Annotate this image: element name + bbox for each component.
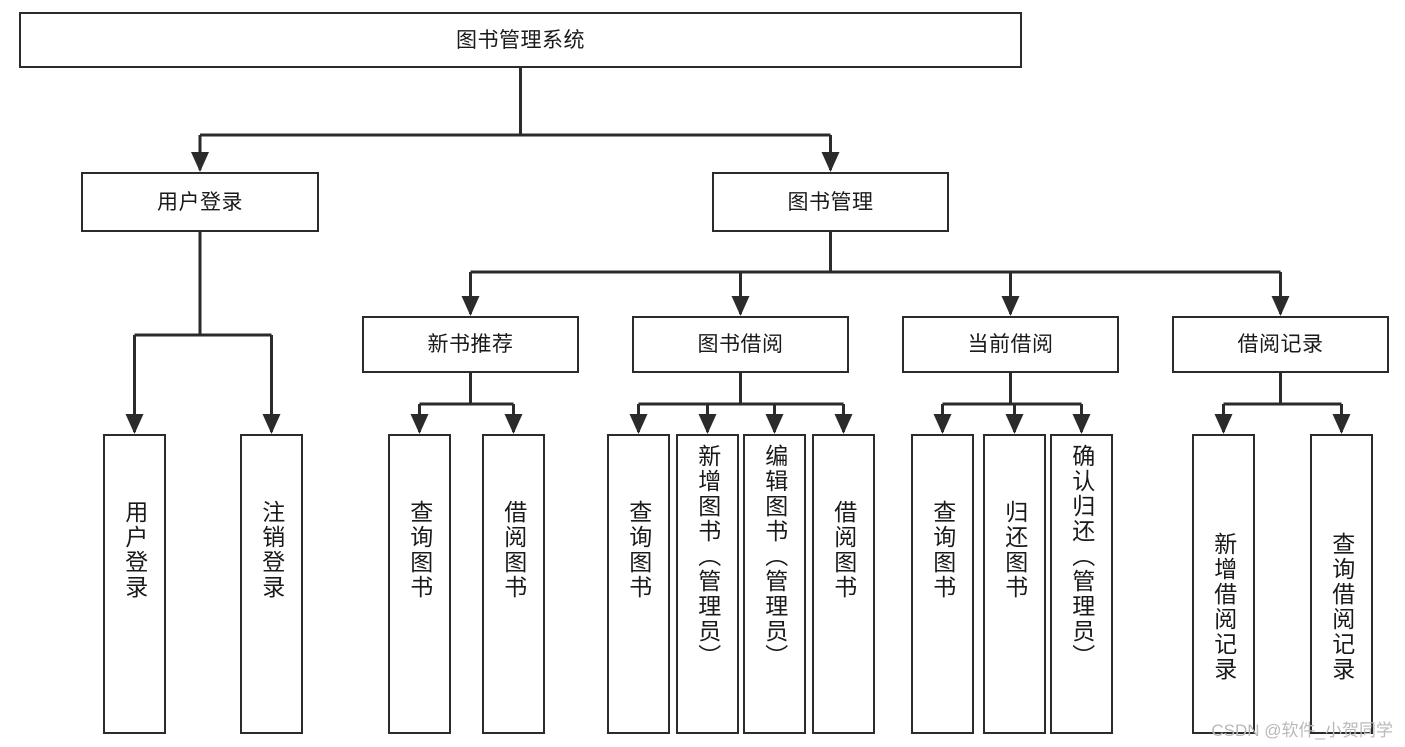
node-leaf_return_book[interactable]: 归还图书: [983, 434, 1046, 734]
node-label: 借阅记录: [1237, 333, 1324, 356]
node-label: 用户登录: [157, 190, 243, 214]
node-leaf_query_book_2[interactable]: 查询图书: [607, 434, 670, 734]
node-label: 查询图书: [625, 500, 652, 600]
node-label: 确认归还（管理员）: [1068, 444, 1095, 669]
node-label: 图书借阅: [697, 333, 784, 356]
node-borrow_record[interactable]: 借阅记录: [1172, 316, 1389, 373]
node-label: 当前借阅: [967, 333, 1054, 356]
node-label: 查询图书: [929, 500, 956, 600]
node-leaf_borrow_book_2[interactable]: 借阅图书: [812, 434, 875, 734]
node-leaf_add_book[interactable]: 新增图书（管理员）: [676, 434, 739, 734]
node-book_mgmt[interactable]: 图书管理: [712, 172, 949, 232]
node-label: 新增图书（管理员）: [694, 444, 721, 669]
node-leaf_query_book_1[interactable]: 查询图书: [388, 434, 451, 734]
node-label: 借阅图书: [830, 500, 857, 600]
node-root[interactable]: 图书管理系统: [19, 12, 1022, 68]
node-leaf_query_record[interactable]: 查询借阅记录: [1310, 434, 1373, 734]
node-leaf_edit_book[interactable]: 编辑图书（管理员）: [743, 434, 806, 734]
node-leaf_user_logout[interactable]: 注销登录: [240, 434, 303, 734]
node-label: 查询图书: [406, 500, 433, 600]
node-new_book_rec[interactable]: 新书推荐: [362, 316, 579, 373]
node-leaf_confirm_return[interactable]: 确认归还（管理员）: [1050, 434, 1113, 734]
node-label: 编辑图书（管理员）: [761, 444, 788, 669]
node-label: 新增借阅记录: [1210, 532, 1237, 682]
node-leaf_borrow_book_1[interactable]: 借阅图书: [482, 434, 545, 734]
watermark: CSDN @软件_小贺同学: [1211, 721, 1393, 740]
node-label: 查询借阅记录: [1328, 532, 1355, 682]
node-label: 图书管理: [787, 190, 874, 214]
node-label: 用户登录: [121, 500, 148, 600]
node-book_borrow[interactable]: 图书借阅: [632, 316, 849, 373]
node-leaf_query_book_3[interactable]: 查询图书: [911, 434, 974, 734]
node-leaf_add_record[interactable]: 新增借阅记录: [1192, 434, 1255, 734]
node-leaf_user_login[interactable]: 用户登录: [103, 434, 166, 734]
node-label: 借阅图书: [500, 500, 527, 600]
node-label: 新书推荐: [427, 333, 514, 356]
node-label: 注销登录: [258, 500, 285, 600]
node-user_login[interactable]: 用户登录: [81, 172, 319, 232]
node-current_borrow[interactable]: 当前借阅: [902, 316, 1119, 373]
node-label: 归还图书: [1001, 500, 1028, 600]
node-label: 图书管理系统: [456, 28, 585, 52]
